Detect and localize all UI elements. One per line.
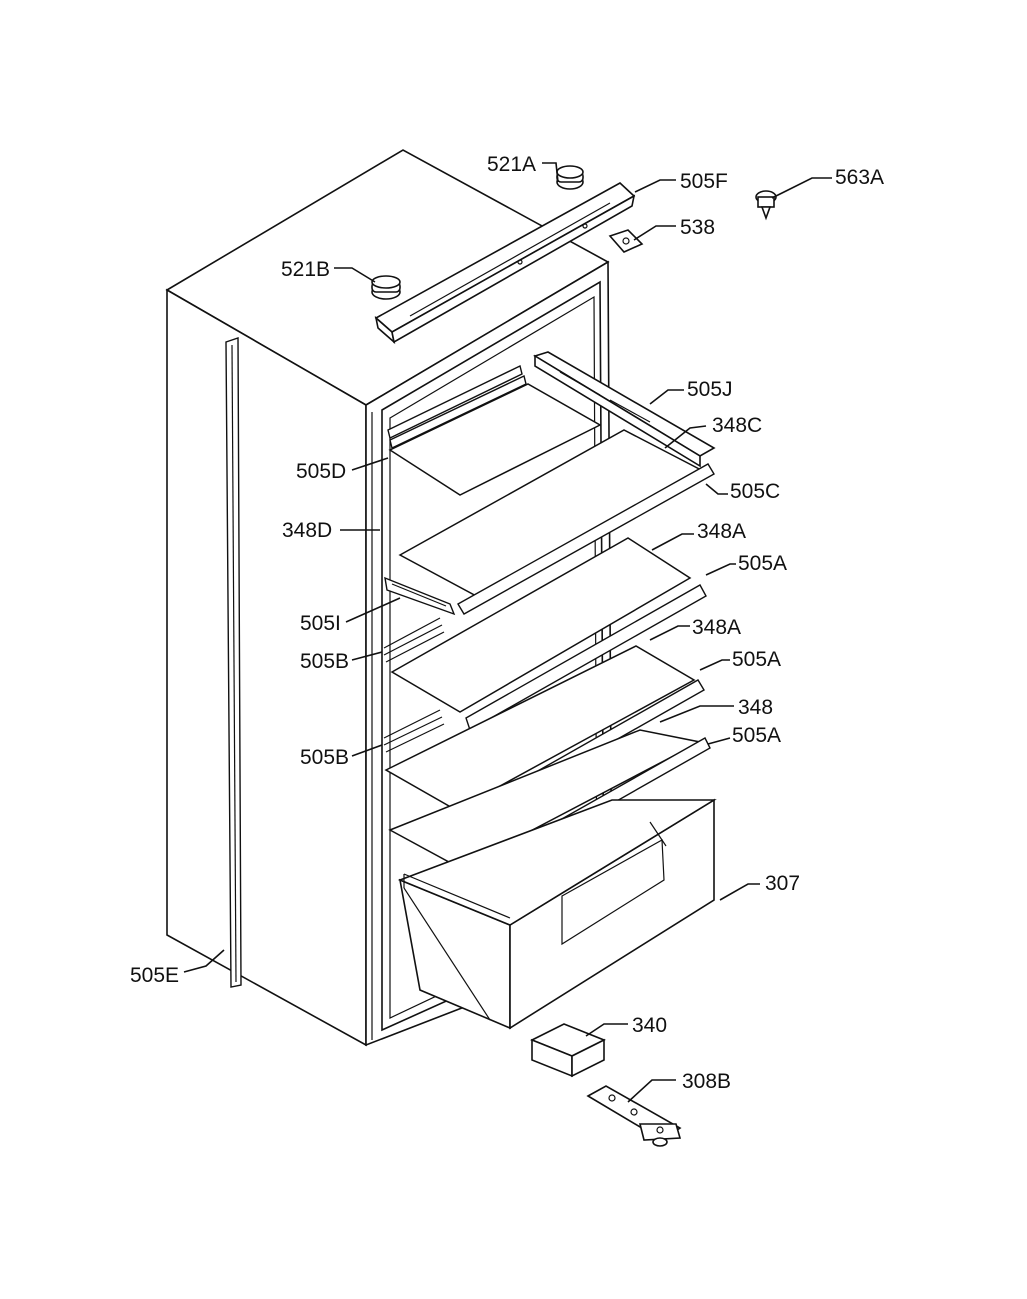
block-340: [530, 1023, 606, 1078]
bracket-538: [608, 229, 644, 253]
label-307: 307: [765, 872, 800, 895]
label-505d: 505D: [296, 460, 346, 483]
glass-shelf-348a-2: [384, 645, 696, 811]
side-rail-505b-1: [383, 617, 445, 663]
label-505e: 505E: [130, 964, 179, 987]
label-505b-1: 505B: [300, 650, 349, 673]
label-521b: 521B: [281, 258, 330, 281]
shelf-trim-505a-1: [465, 584, 707, 732]
label-538: 538: [680, 216, 715, 239]
label-348: 348: [738, 696, 773, 719]
back-rail-505d: [387, 364, 527, 450]
label-505a-2: 505A: [732, 648, 781, 671]
screw-563a: [755, 190, 777, 221]
shelf-frame-505j: [533, 351, 716, 468]
shelf-trim-505c: [457, 463, 715, 615]
leader-lines: [183, 162, 832, 1103]
cap-521a: [556, 165, 584, 190]
label-348a-2: 348A: [692, 616, 741, 639]
label-505i: 505I: [300, 612, 341, 635]
door-gasket-505e: [225, 337, 242, 988]
cap-521b: [371, 275, 401, 300]
label-505f: 505F: [680, 170, 728, 193]
label-505c: 505C: [730, 480, 780, 503]
rail-505i: [384, 576, 456, 616]
label-340: 340: [632, 1014, 667, 1037]
label-348d: 348D: [282, 519, 332, 542]
label-505a-1: 505A: [738, 552, 787, 575]
glass-shelf-348c: [388, 383, 707, 599]
label-348a-1: 348A: [697, 520, 746, 543]
label-563a: 563A: [835, 166, 884, 189]
label-348c: 348C: [712, 414, 762, 437]
label-505b-2: 505B: [300, 746, 349, 769]
label-308b: 308B: [682, 1070, 731, 1093]
hinge-308b: [586, 1085, 682, 1147]
part-labels: 521A 505F 563A 538 521B 505J 348C 505D 5…: [130, 153, 884, 1093]
side-rail-505b-2: [383, 709, 445, 753]
label-505j: 505J: [687, 378, 733, 401]
label-521a: 521A: [487, 153, 536, 176]
top-hinge-bar-505f: [374, 182, 636, 345]
crisper-drawer-307: [397, 798, 717, 1030]
glass-shelf-348a-1: [390, 537, 692, 713]
label-505a-3: 505A: [732, 724, 781, 747]
